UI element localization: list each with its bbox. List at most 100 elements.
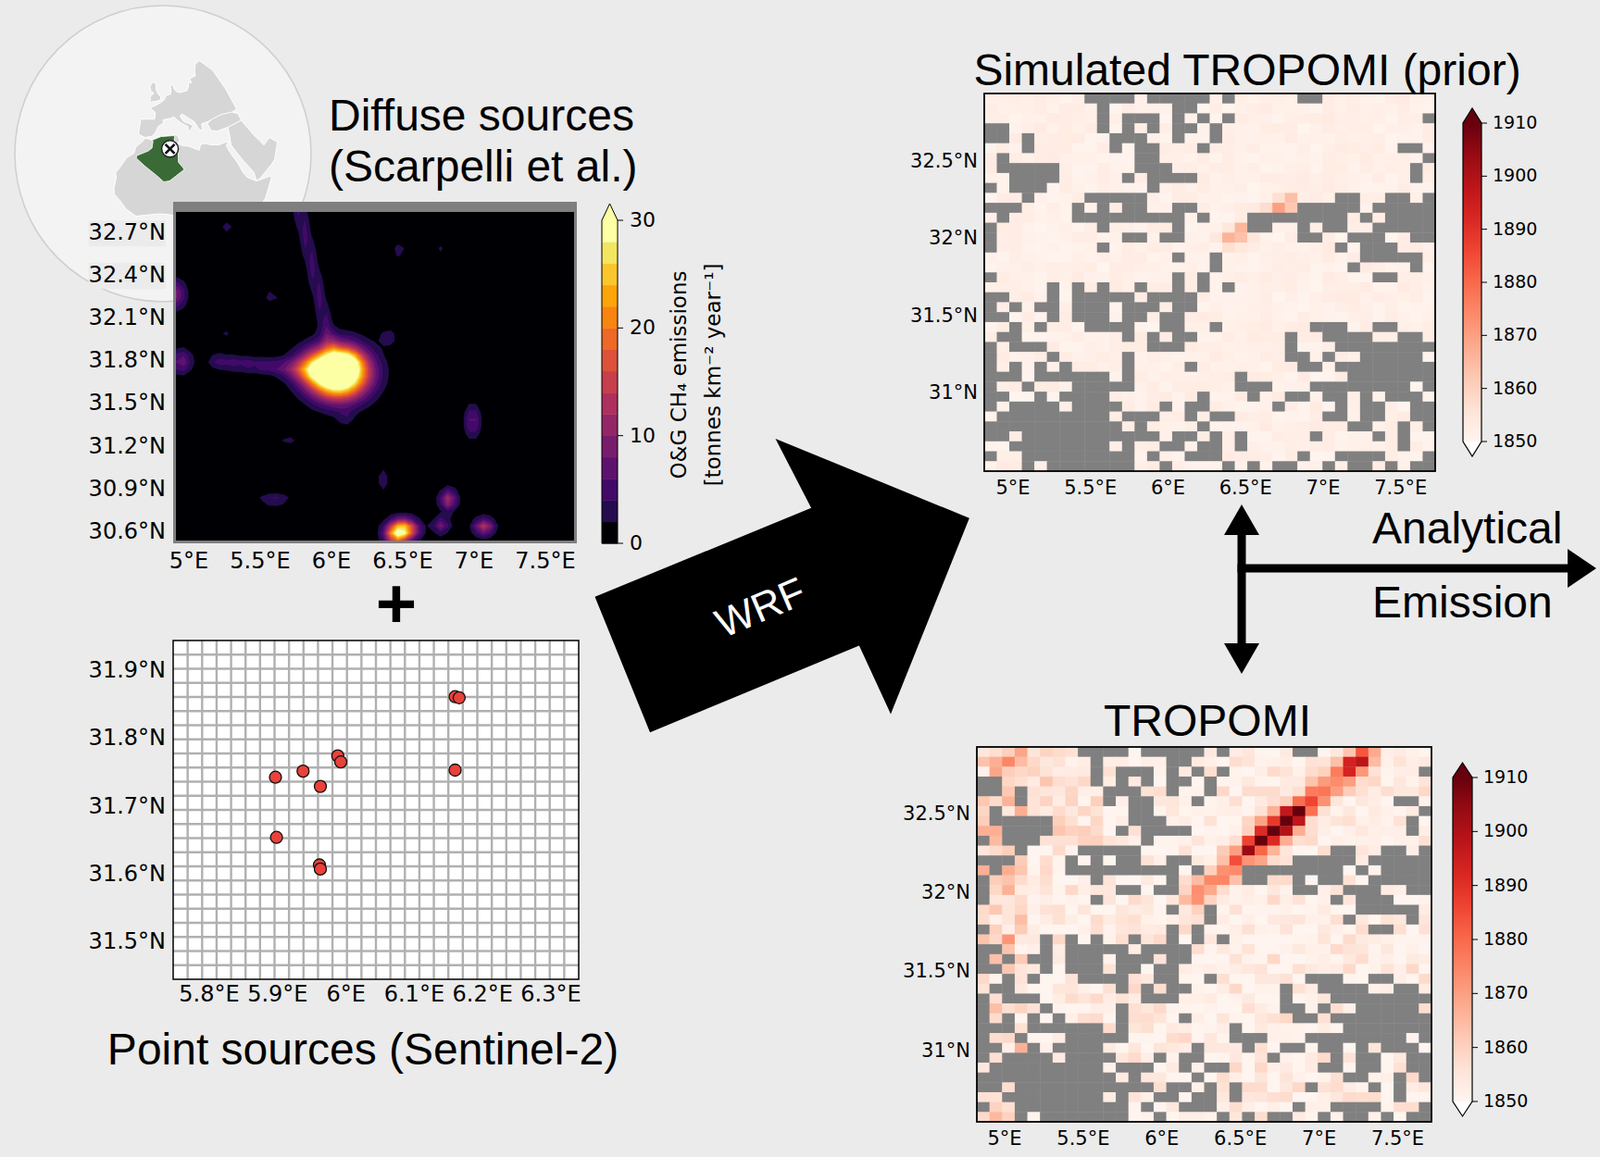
pixel [1166,806,1180,817]
pixel [1022,351,1036,363]
pixel [1272,192,1286,203]
pixel [1109,301,1123,313]
pixel [1059,292,1073,303]
pixel [1009,123,1023,134]
pixel [1059,412,1073,423]
pixel [1072,242,1086,253]
pixel [1159,412,1173,423]
emission-contour [296,344,413,541]
pixel [1052,776,1066,788]
pixel [1210,252,1224,263]
grid-line [173,696,579,699]
pixel [1064,766,1078,777]
pixel [984,312,998,323]
pixel [1397,262,1411,274]
pixel [1380,796,1394,807]
pixel [1052,836,1066,847]
pixel [1235,431,1249,442]
pixel [1347,112,1361,124]
pixel [1422,412,1436,423]
pixel [984,362,998,373]
pixel [1084,262,1098,274]
pixel [1166,865,1180,876]
pixel [1097,292,1111,303]
pixel [1184,322,1198,333]
emission-contour [294,342,414,541]
pixel [1317,787,1331,798]
pixel [1410,223,1424,234]
pixel [1128,757,1142,768]
pixel [1022,192,1036,203]
pixel [1285,162,1299,174]
pixel [1410,152,1424,163]
pixel [1022,232,1036,243]
grid-line [173,865,579,868]
observed-map [976,747,1432,1123]
pixel [1059,152,1073,163]
pixel [1418,836,1432,847]
pixel [1084,322,1098,333]
pixel [1159,362,1173,373]
pixel [1279,806,1293,817]
grid-line [173,879,579,882]
pixel [984,351,998,363]
pixel [1222,152,1236,163]
colorbar-tick [617,542,624,544]
pixel [1272,133,1286,144]
pixel [1109,292,1123,303]
pixel [1422,381,1436,392]
pixel [1147,183,1161,194]
pixel [1406,806,1420,817]
emission-colorbar [601,203,624,544]
pixel [1210,461,1224,472]
pixel [1197,351,1211,363]
pixel [1347,301,1361,313]
pixel [1147,451,1161,463]
pixel [1134,93,1148,104]
pixel [1216,796,1230,807]
pixel [1210,202,1224,213]
pixel [1297,461,1311,472]
pixel [1034,103,1048,114]
pixel [1128,766,1142,777]
pixel [1147,93,1161,104]
pixel [1235,202,1249,213]
pixel [1355,846,1369,857]
pixel [1122,272,1136,283]
colorbar-band [601,220,618,243]
pixel [997,401,1011,413]
pixel [1422,262,1436,274]
arrow-head [1567,549,1597,588]
pixel [1134,133,1148,144]
pixel [1210,431,1224,442]
pixel [1014,836,1028,847]
pixel [1297,123,1311,134]
pixel [1077,816,1091,827]
pixel [1147,112,1161,124]
pixel [1317,855,1331,866]
pixel [1385,312,1399,323]
pixel [1310,123,1324,134]
pixel [1272,242,1286,253]
pixel [1305,825,1319,837]
pixel [1422,391,1436,402]
pixel [1272,372,1286,383]
pixel [997,242,1011,253]
pixel [1310,421,1324,432]
pixel [1097,212,1111,224]
pixel [1297,282,1311,293]
pixel [1267,865,1281,876]
pixel [1380,816,1394,827]
pixel [1102,846,1116,857]
pixel [1097,421,1111,432]
pixel [1097,143,1111,154]
pixel [1122,441,1136,452]
pixel [1279,846,1293,857]
pixel [1184,332,1198,343]
pixel [1134,173,1148,184]
pixel [1297,143,1311,154]
pixel [984,391,998,402]
pixel [1393,747,1407,758]
pixel [1241,757,1255,768]
pixel [1335,103,1349,114]
